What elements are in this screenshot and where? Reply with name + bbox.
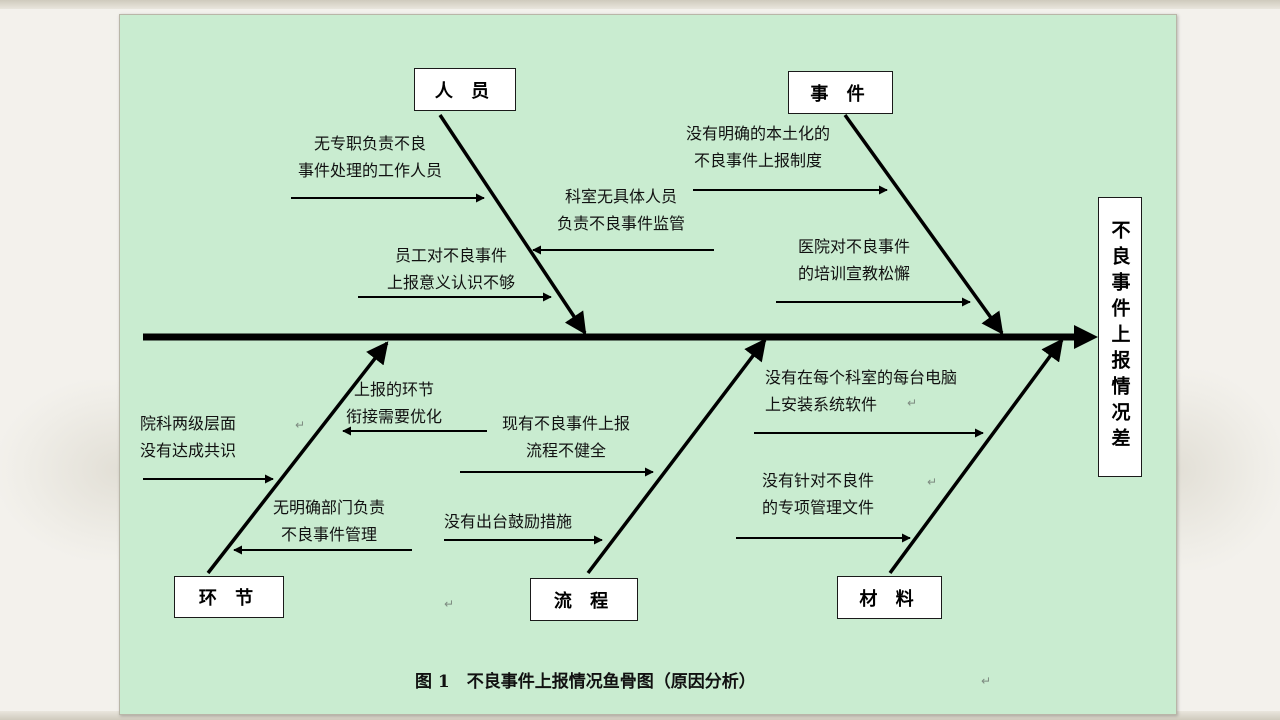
cause-label-people-3: 员工对不良事件 上报意义认识不够 <box>387 242 515 296</box>
cause-text: 没有达成共识 <box>140 441 237 460</box>
cause-text: 流程不健全 <box>526 441 607 460</box>
cause-label-link-1: 院科两级层面 没有达成共识 <box>140 410 236 464</box>
cause-text: 负责不良事件监管 <box>557 214 686 233</box>
cause-text: 没有针对不良件 <box>762 471 875 490</box>
paragraph-mark-icon: ↵ <box>927 475 938 489</box>
cause-text: 科室无具体人员 <box>565 187 678 206</box>
cause-text: 的培训宣教松懈 <box>798 264 911 283</box>
cause-text: 院科两级层面 <box>140 414 237 433</box>
cause-label-flow-1: 现有不良事件上报 流程不健全 <box>502 410 630 464</box>
bone-link <box>206 341 389 575</box>
slide-top-bar <box>0 0 1280 9</box>
cause-text: 不良事件管理 <box>281 525 378 544</box>
cause-text: 上报意义认识不够 <box>387 273 516 292</box>
bone-material <box>888 338 1064 575</box>
category-process-link: 环 节 <box>174 576 284 618</box>
category-events: 事 件 <box>788 71 893 114</box>
category-material: 材 料 <box>837 576 942 619</box>
cause-label-events-1: 没有明确的本土化的 不良事件上报制度 <box>686 120 830 174</box>
cause-text: 没有在每个科室的每台电脑 <box>765 368 958 387</box>
paragraph-mark-icon: ↵ <box>981 674 992 688</box>
category-flow: 流 程 <box>530 578 638 621</box>
cause-text: 事件处理的工作人员 <box>298 161 443 180</box>
cause-label-material-2: 没有针对不良件 的专项管理文件 <box>762 467 874 521</box>
cause-text: 医院对不良事件 <box>798 237 911 256</box>
cause-text: 的专项管理文件 <box>762 498 875 517</box>
cause-text: 没有出台鼓励措施 <box>444 512 573 531</box>
paragraph-mark-icon: ↵ <box>907 396 918 410</box>
cause-text: 现有不良事件上报 <box>502 414 631 433</box>
cause-label-link-3: 无明确部门负责 不良事件管理 <box>273 494 385 548</box>
cause-text: 没有明确的本土化的 <box>686 124 831 143</box>
cause-label-link-2: 上报的环节 衔接需要优化 <box>346 376 442 430</box>
effect-box: 不良事件上报情况差 <box>1098 197 1142 477</box>
background-decoration-right <box>1175 370 1280 570</box>
cause-text: 上安装系统软件 <box>765 395 878 414</box>
cause-label-events-2: 医院对不良事件 的培训宣教松懈 <box>798 233 910 287</box>
paragraph-mark-icon: ↵ <box>295 418 306 432</box>
slide-bottom-bar <box>0 711 1280 720</box>
cause-label-flow-2: 没有出台鼓励措施 <box>444 508 572 535</box>
bone-people <box>438 114 587 335</box>
cause-label-material-1: 没有在每个科室的每台电脑 上安装系统软件 <box>765 364 957 418</box>
cause-label-people-2: 科室无具体人员 负责不良事件监管 <box>557 183 685 237</box>
cause-text: 员工对不良事件 <box>395 246 508 265</box>
bone-events <box>843 113 1004 335</box>
cause-label-people-1: 无专职负责不良 事件处理的工作人员 <box>298 130 442 184</box>
bone-flow <box>586 338 767 575</box>
figure-caption: 图 1 不良事件上报情况鱼骨图（原因分析） <box>415 672 756 692</box>
cause-text: 无明确部门负责 <box>273 498 386 517</box>
diagram-panel <box>119 14 1177 715</box>
cause-text: 上报的环节 <box>354 380 435 399</box>
background-decoration-left <box>0 380 120 560</box>
category-people: 人 员 <box>414 68 516 111</box>
spine-arrowhead <box>1074 325 1098 349</box>
paragraph-mark-icon: ↵ <box>444 597 455 611</box>
cause-text: 衔接需要优化 <box>346 407 443 426</box>
cause-text: 无专职负责不良 <box>314 134 427 153</box>
cause-text: 不良事件上报制度 <box>694 151 823 170</box>
